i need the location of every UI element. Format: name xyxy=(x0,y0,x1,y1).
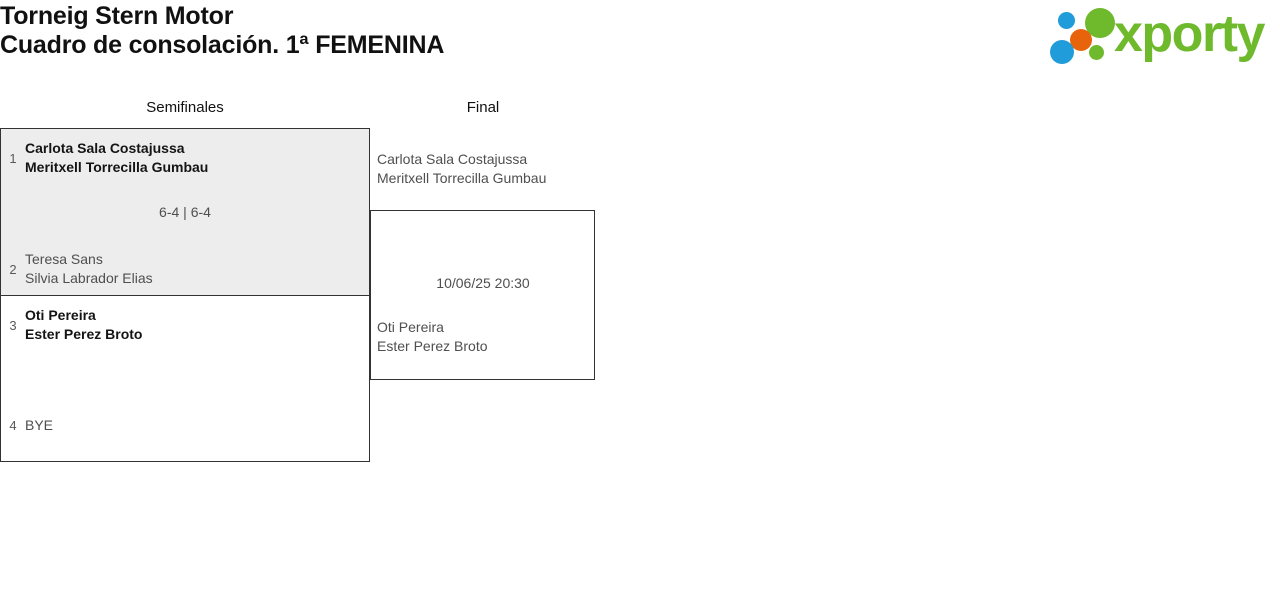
final-team-bottom[interactable]: Oti Pereira Ester Perez Broto xyxy=(377,318,488,356)
player-name: Teresa Sans xyxy=(25,251,103,267)
logo-dot-orange xyxy=(1070,29,1092,51)
match-final[interactable] xyxy=(370,210,595,380)
logo-wordmark: xporty xyxy=(1114,5,1265,63)
player-name: Ester Perez Broto xyxy=(25,326,143,342)
logo-dots-icon xyxy=(1048,4,1122,66)
final-team-top[interactable]: Carlota Sala Costajussa Meritxell Torrec… xyxy=(377,150,546,188)
match-team-bottom[interactable]: 4 BYE xyxy=(1,417,53,433)
player-name: Meritxell Torrecilla Gumbau xyxy=(377,170,547,186)
round-header-final: Final xyxy=(466,99,500,116)
match-team-top[interactable]: 3 Oti Pereira Ester Perez Broto xyxy=(1,306,142,344)
team-players: Teresa Sans Silvia Labrador Elias xyxy=(25,250,153,288)
semifinals-column: 1 Carlota Sala Costajussa Meritxell Torr… xyxy=(0,128,370,462)
player-name: Ester Perez Broto xyxy=(377,338,488,354)
player-name: Oti Pereira xyxy=(377,319,444,335)
round-header-semifinals: Semifinales xyxy=(146,99,224,116)
bracket-subtitle: Cuadro de consolación. 1ª FEMENINA xyxy=(0,31,445,59)
match-semifinal-2[interactable]: 3 Oti Pereira Ester Perez Broto 4 BYE xyxy=(1,295,369,461)
xporty-logo[interactable]: xporty xyxy=(1048,4,1274,70)
logo-dot-green-small xyxy=(1089,45,1104,60)
seed-number: 1 xyxy=(9,150,17,166)
page-title: Torneig Stern Motor Cuadro de consolació… xyxy=(0,2,444,60)
bye-label: BYE xyxy=(25,417,54,433)
seed-number: 4 xyxy=(9,417,17,433)
logo-dot-blue-small xyxy=(1058,12,1075,29)
match-team-top[interactable]: 1 Carlota Sala Costajussa Meritxell Torr… xyxy=(1,139,208,177)
player-name: Meritxell Torrecilla Gumbau xyxy=(25,159,209,175)
player-name: Carlota Sala Costajussa xyxy=(377,151,528,167)
tournament-name: Torneig Stern Motor xyxy=(0,2,234,30)
player-name: Carlota Sala Costajussa xyxy=(25,140,185,156)
page-header: Torneig Stern Motor Cuadro de consolació… xyxy=(0,0,1280,80)
match-score: 6-4 | 6-4 xyxy=(159,204,211,220)
player-name: Oti Pereira xyxy=(25,307,96,323)
team-players: Carlota Sala Costajussa Meritxell Torrec… xyxy=(25,139,208,177)
logo-dot-blue-large xyxy=(1050,40,1074,64)
player-name: Silvia Labrador Elias xyxy=(25,270,153,286)
match-semifinal-1[interactable]: 1 Carlota Sala Costajussa Meritxell Torr… xyxy=(1,129,369,295)
team-players: Oti Pereira Ester Perez Broto xyxy=(25,306,142,344)
seed-number: 2 xyxy=(9,261,17,277)
match-scheduled-datetime: 10/06/25 20:30 xyxy=(436,275,530,291)
match-team-bottom[interactable]: 2 Teresa Sans Silvia Labrador Elias xyxy=(1,250,153,288)
seed-number: 3 xyxy=(9,317,17,333)
